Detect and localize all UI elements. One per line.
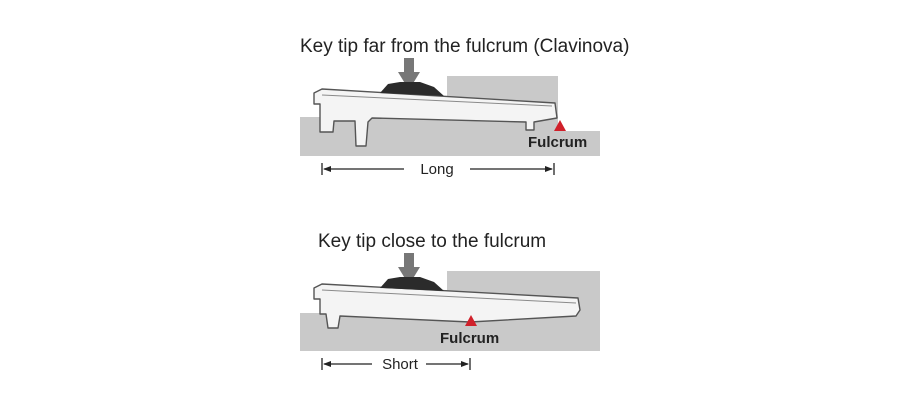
bottom-key-surface-line <box>321 289 577 304</box>
top-fulcrum-label: Fulcrum <box>528 134 587 151</box>
top-fulcrum-marker <box>554 120 566 131</box>
top-dimension-label: Long <box>420 161 453 178</box>
bottom-black-key <box>380 277 444 291</box>
bottom-panel-title: Key tip close to the fulcrum <box>318 231 546 252</box>
bottom-fulcrum-label: Fulcrum <box>440 330 499 347</box>
top-panel: Key tip far from the fulcrum (Clavinova)… <box>300 36 629 178</box>
top-dimension-line <box>321 163 555 175</box>
bottom-fulcrum-marker <box>465 315 477 326</box>
bottom-white-key <box>313 283 581 329</box>
bottom-press-arrow <box>398 253 420 285</box>
bottom-dimension-label: Short <box>382 356 419 373</box>
bottom-panel: Key tip close to the fulcrum Fulcrum Sho… <box>300 231 600 373</box>
top-black-key <box>380 82 444 96</box>
top-key-surface-line <box>321 94 553 107</box>
bottom-dimension-line <box>321 358 471 370</box>
top-panel-title: Key tip far from the fulcrum (Clavinova) <box>300 36 629 57</box>
top-press-arrow <box>398 58 420 90</box>
